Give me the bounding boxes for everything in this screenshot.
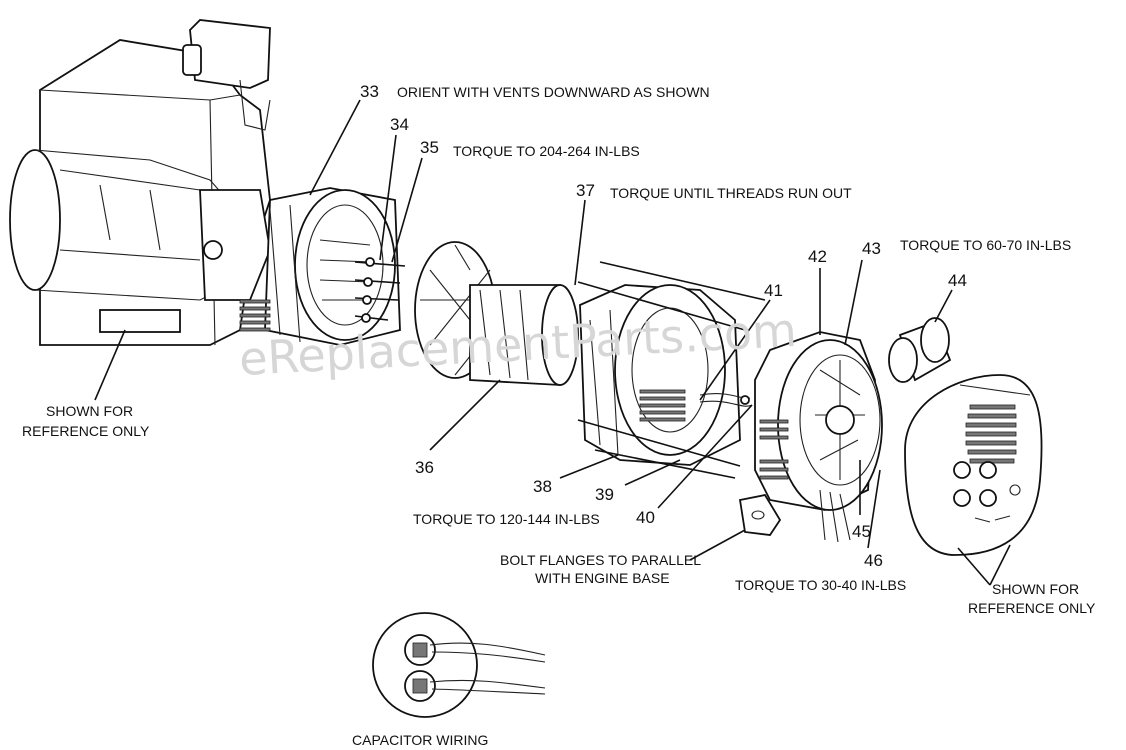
callout-35: 35: [420, 138, 439, 157]
leader-lines: [94, 99, 1011, 586]
end-cover-reference-drawing: [904, 374, 1043, 556]
note-torque-30-40: TORQUE TO 30-40 IN-LBS: [735, 577, 906, 593]
stator-wires: [699, 393, 753, 407]
note-orient-vents: ORIENT WITH VENTS DOWNWARD AS SHOWN: [397, 84, 710, 100]
callout-45: 45: [852, 522, 871, 541]
note-bolt-flanges-line1: BOLT FLANGES TO PARALLEL: [500, 552, 701, 568]
part-34-studs: [354, 257, 406, 323]
callout-39: 39: [595, 485, 614, 504]
note-capacitor-wiring: CAPACITOR WIRING: [352, 732, 488, 748]
callout-36: 36: [415, 458, 434, 477]
callout-42: 42: [808, 247, 827, 266]
note-torque-threads: TORQUE UNTIL THREADS RUN OUT: [610, 185, 852, 201]
note-torque-120-144: TORQUE TO 120-144 IN-LBS: [413, 511, 600, 527]
note-shown-for-reference-left-line2: REFERENCE ONLY: [22, 423, 150, 439]
note-bolt-flanges-line2: WITH ENGINE BASE: [535, 570, 670, 586]
callout-34: 34: [390, 115, 409, 134]
note-torque-60-70: TORQUE TO 60-70 IN-LBS: [900, 237, 1071, 253]
callout-44: 44: [948, 271, 967, 290]
callout-43: 43: [862, 239, 881, 258]
callout-46: 46: [864, 551, 883, 570]
note-shown-for-reference-right-line2: REFERENCE ONLY: [968, 600, 1096, 616]
callout-40: 40: [636, 508, 655, 527]
capacitor-wiring-detail: [372, 612, 546, 718]
part-38-stator: [579, 284, 741, 466]
note-shown-for-reference-right-line1: SHOWN FOR: [992, 581, 1079, 597]
part-44-capacitor: [888, 317, 952, 383]
part-42-end-bell: [738, 331, 883, 543]
callout-41: 41: [764, 281, 783, 300]
callout-38: 38: [533, 477, 552, 496]
part-36-rotor: [414, 241, 579, 386]
engine-reference-drawing: [9, 19, 271, 346]
note-torque-204-264: TORQUE TO 204-264 IN-LBS: [453, 143, 640, 159]
part-37-through-bolts: [577, 261, 766, 479]
note-shown-for-reference-left-line1: SHOWN FOR: [46, 403, 133, 419]
callout-37: 37: [576, 181, 595, 200]
callout-33: 33: [360, 82, 379, 101]
